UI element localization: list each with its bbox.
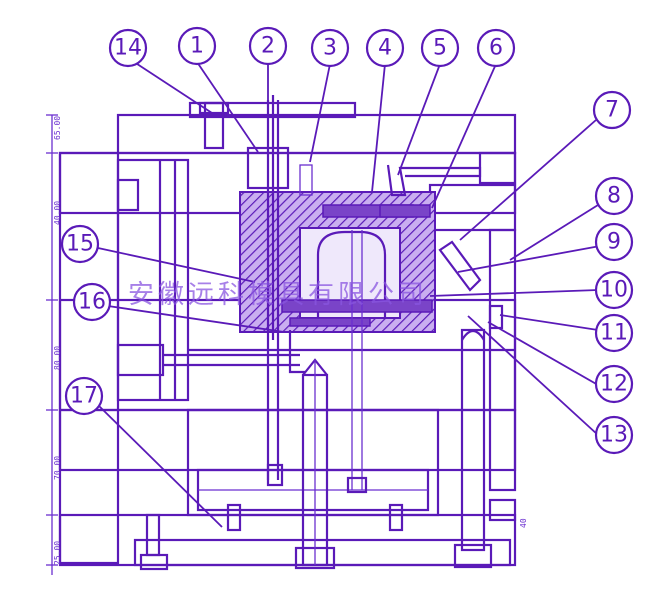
callout-15: 15	[60, 224, 100, 264]
callout-16: 16	[72, 282, 112, 322]
dimension-label: 70.00	[53, 456, 62, 480]
callout-label: 8	[607, 184, 621, 209]
callout-6: 6	[476, 28, 516, 68]
callout-5: 5	[420, 28, 460, 68]
dimension-label: 25.00	[53, 541, 62, 565]
dimension-label: 65.00	[53, 116, 62, 140]
callout-1: 1	[177, 26, 217, 66]
callout-label: 3	[323, 36, 337, 61]
callout-label: 5	[433, 36, 447, 61]
callout-8: 8	[594, 176, 634, 216]
callout-9: 9	[594, 222, 634, 262]
callout-2: 2	[248, 26, 288, 66]
callout-3: 3	[310, 28, 350, 68]
callout-label: 15	[66, 232, 94, 257]
callout-13: 13	[594, 415, 634, 455]
callout-label: 11	[600, 321, 628, 346]
watermark-text: 安徽远科模具有限公司	[128, 280, 428, 310]
callout-label: 9	[607, 230, 621, 255]
dimension-column: 65.00 40.00 80.00 70.00 25.00 40	[46, 114, 528, 575]
leader-lines	[97, 57, 601, 528]
right-dimension-mark: 40	[519, 518, 528, 528]
callout-7: 7	[592, 90, 632, 130]
callout-14: 14	[108, 28, 148, 68]
callout-label: 17	[70, 384, 98, 409]
dimension-label: 80.00	[53, 346, 62, 370]
callout-4: 4	[365, 28, 405, 68]
callout-label: 12	[600, 372, 628, 397]
cavity-insert	[239, 191, 436, 333]
callout-10: 10	[594, 270, 634, 310]
callout-11: 11	[594, 313, 634, 353]
callout-label: 13	[600, 423, 628, 448]
callout-label: 6	[489, 36, 503, 61]
callout-label: 14	[114, 36, 142, 61]
callout-17: 17	[64, 376, 104, 416]
callout-label: 2	[261, 34, 275, 59]
callout-label: 7	[605, 98, 619, 123]
callout-12: 12	[594, 364, 634, 404]
callout-label: 4	[378, 36, 392, 61]
callout-label: 16	[78, 290, 106, 315]
callout-label: 1	[190, 34, 204, 59]
callout-label: 10	[600, 278, 628, 303]
dimension-label: 40.00	[53, 201, 62, 225]
